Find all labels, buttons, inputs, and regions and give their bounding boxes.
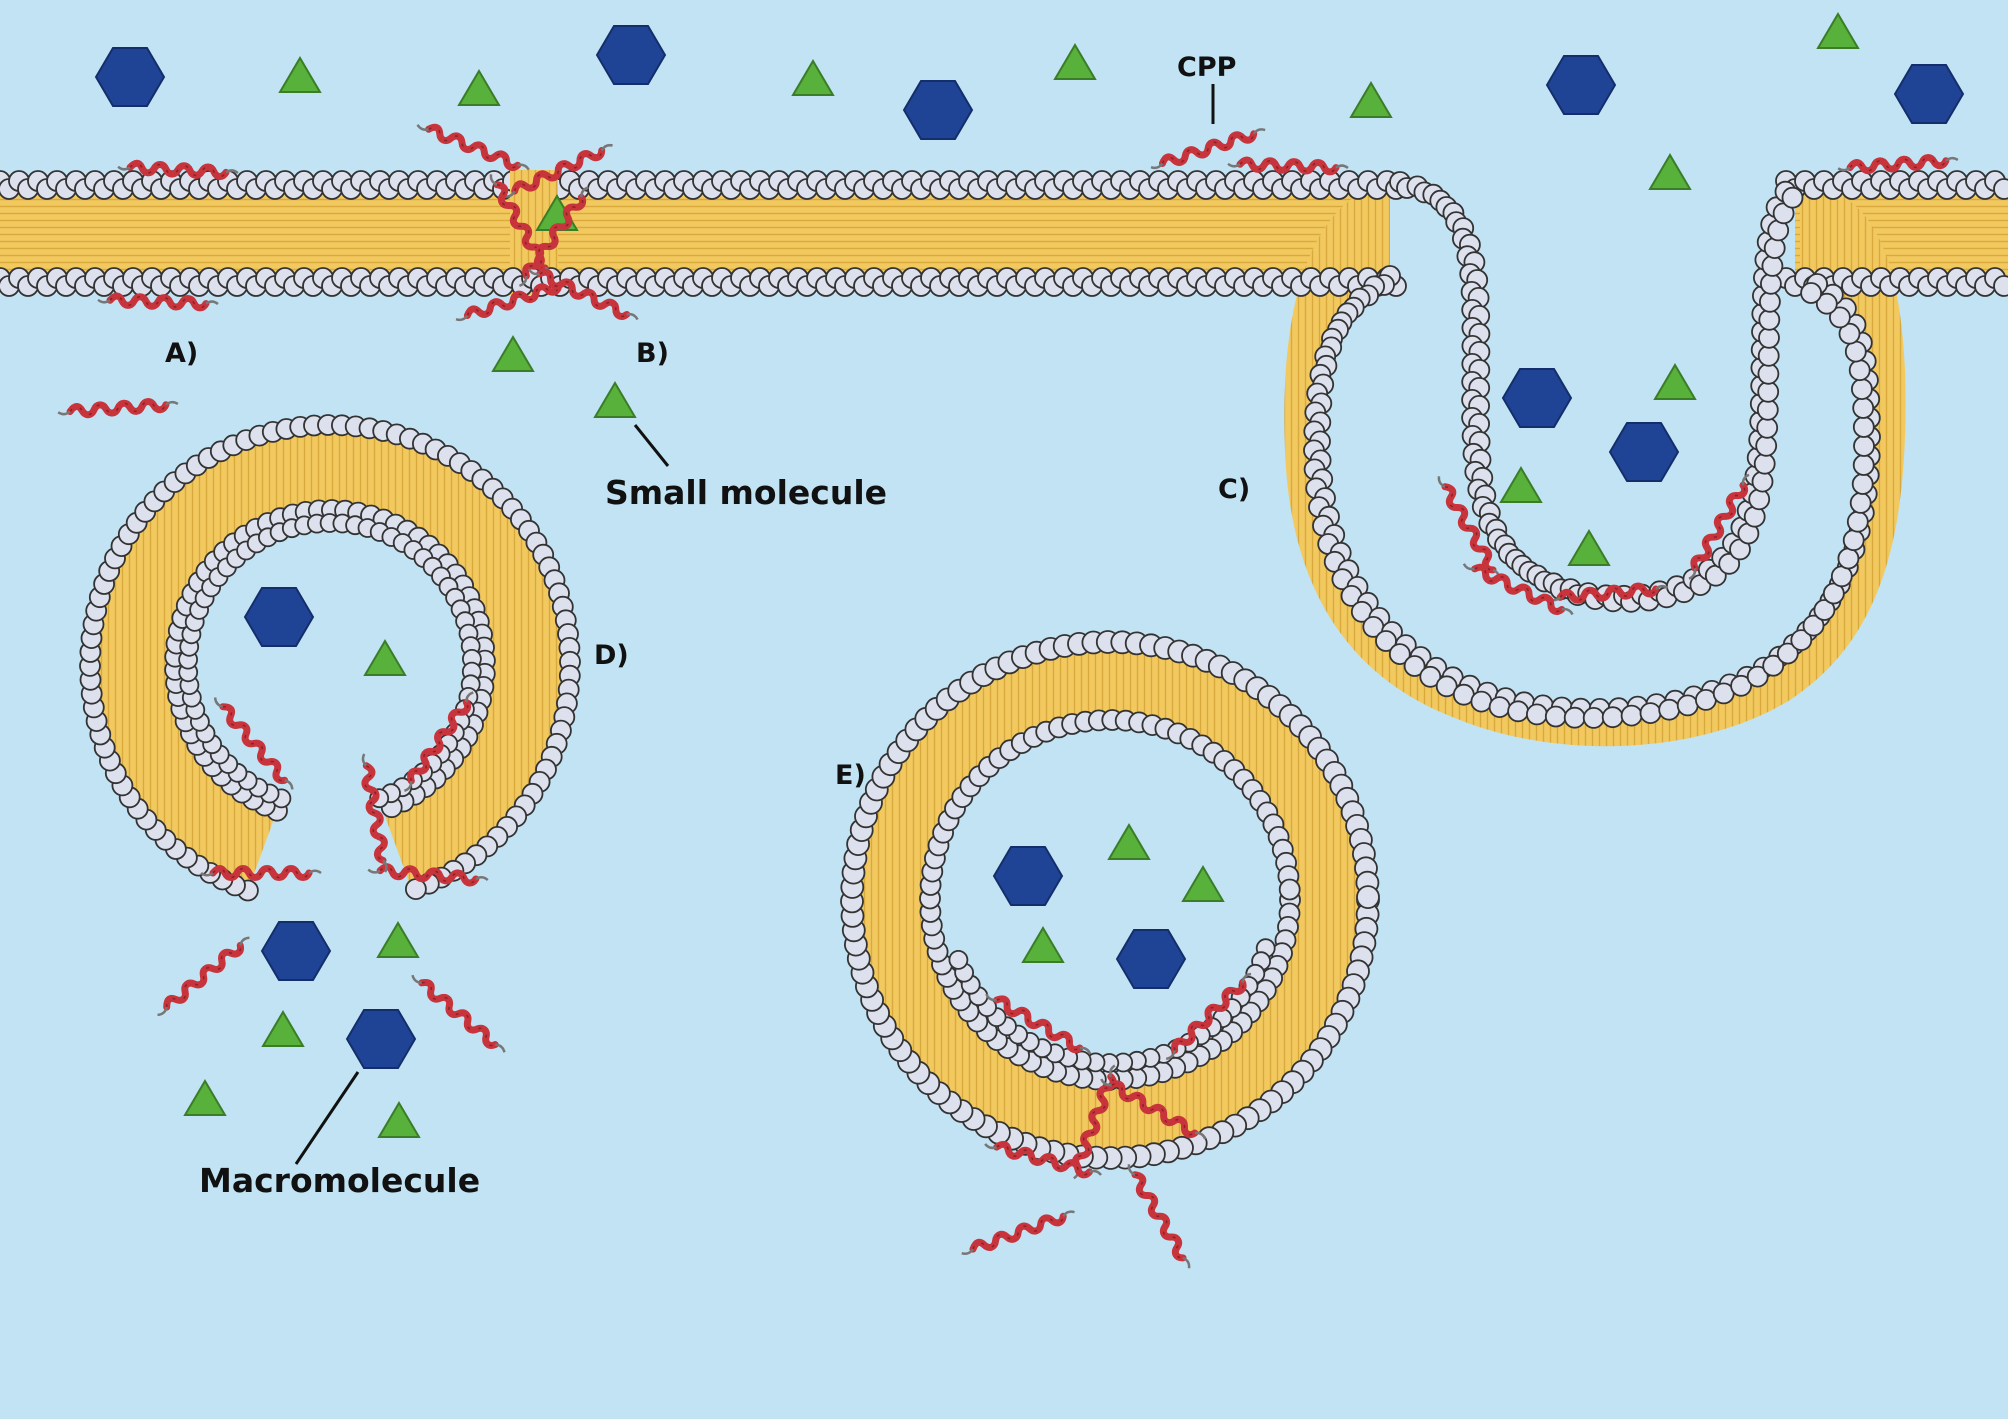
lipid-head-group	[1842, 529, 1865, 552]
lipid-head-group	[1470, 690, 1493, 713]
lipid-head-group	[1507, 700, 1529, 723]
lipid-head-group	[1544, 705, 1567, 728]
label-e: E)	[835, 760, 866, 791]
lipid-head-group	[1758, 326, 1780, 349]
label-macromolecule: Macromolecule	[199, 1161, 480, 1200]
lipid-head-group	[1852, 397, 1875, 419]
lipid-head-group	[1776, 642, 1799, 665]
lipid-head-group	[1388, 643, 1411, 665]
lipid-head-group	[1851, 378, 1873, 401]
lipid-head-group	[1837, 547, 1860, 570]
lipid-head-group	[1718, 552, 1741, 575]
lipid-head-group	[1846, 510, 1869, 533]
plasma-membrane	[0, 170, 2008, 747]
lipid-head-group	[1761, 254, 1784, 277]
lipid-head-group	[1356, 885, 1380, 909]
lipid-head-group	[1993, 178, 2008, 200]
lipid-head-group	[1853, 435, 1875, 457]
lipid-head-group	[1563, 706, 1586, 729]
lipid-head-group	[1852, 454, 1875, 476]
lipid-head-group	[1838, 322, 1861, 345]
lipid-head-group	[1762, 654, 1785, 677]
lipid-head-group	[1753, 452, 1776, 475]
lipid-head-group	[1848, 359, 1871, 382]
lipid-head-group	[1813, 599, 1836, 621]
label-c: C)	[1218, 474, 1250, 505]
lipid-head-group	[948, 950, 969, 970]
lipid-head-group	[1849, 491, 1872, 514]
label-cpp: CPP	[1177, 52, 1236, 83]
lipid-head-group	[1800, 282, 1822, 304]
lipid-head-group	[1620, 704, 1643, 727]
lipid-head-group	[1526, 703, 1548, 726]
lipid-head-group	[1781, 186, 1804, 209]
label-b: B)	[636, 338, 669, 369]
lipid-head-group	[1756, 416, 1779, 439]
lipid-head-group	[1746, 665, 1769, 688]
lipid-head-group	[1757, 362, 1780, 385]
lipid-head-group	[1829, 306, 1851, 329]
lipid-head-group	[1582, 707, 1605, 729]
lipid-head-group	[1844, 340, 1867, 363]
lipid-head-group	[1815, 292, 1838, 315]
lipid-head-group	[1756, 398, 1779, 421]
lipid-head-group	[1760, 272, 1782, 295]
lipid-head-group	[1278, 878, 1301, 901]
lipid-head-group	[1730, 674, 1752, 697]
lipid-head-group	[1993, 275, 2008, 297]
lipid-head-group	[1601, 706, 1624, 729]
label-d: D)	[594, 640, 629, 671]
lipid-head-group	[1748, 488, 1771, 511]
lipid-head-group	[1790, 629, 1813, 651]
label-a: A)	[165, 338, 198, 369]
labels: A) B) C) D) E) CPP Small molecule Macrom…	[165, 52, 1250, 1200]
lipid-head-group	[1403, 655, 1426, 677]
lipid-head-group	[1658, 698, 1681, 721]
lipid-head-group	[1435, 675, 1458, 698]
lipid-head-group	[1676, 694, 1699, 717]
lipid-head-group	[1851, 473, 1874, 495]
vesicle-e	[840, 630, 1380, 1170]
label-small-molecule: Small molecule	[605, 473, 887, 512]
lipid-head-group	[1751, 470, 1774, 493]
lipid-head-group	[1763, 237, 1786, 260]
lipid-head-group	[1802, 614, 1825, 637]
callout-lines	[294, 84, 1215, 1165]
lipid-head-group	[1419, 665, 1442, 688]
lipid-head-group	[1757, 344, 1780, 367]
lipid-head-group	[1639, 702, 1662, 724]
lipid-head-group	[1759, 290, 1781, 313]
lipid-head-group	[1757, 380, 1780, 403]
lipid-head-group	[1755, 434, 1778, 457]
lipid-head-group	[1488, 696, 1511, 718]
lipid-head-group	[1758, 308, 1781, 331]
lipid-head-group	[1852, 416, 1875, 438]
